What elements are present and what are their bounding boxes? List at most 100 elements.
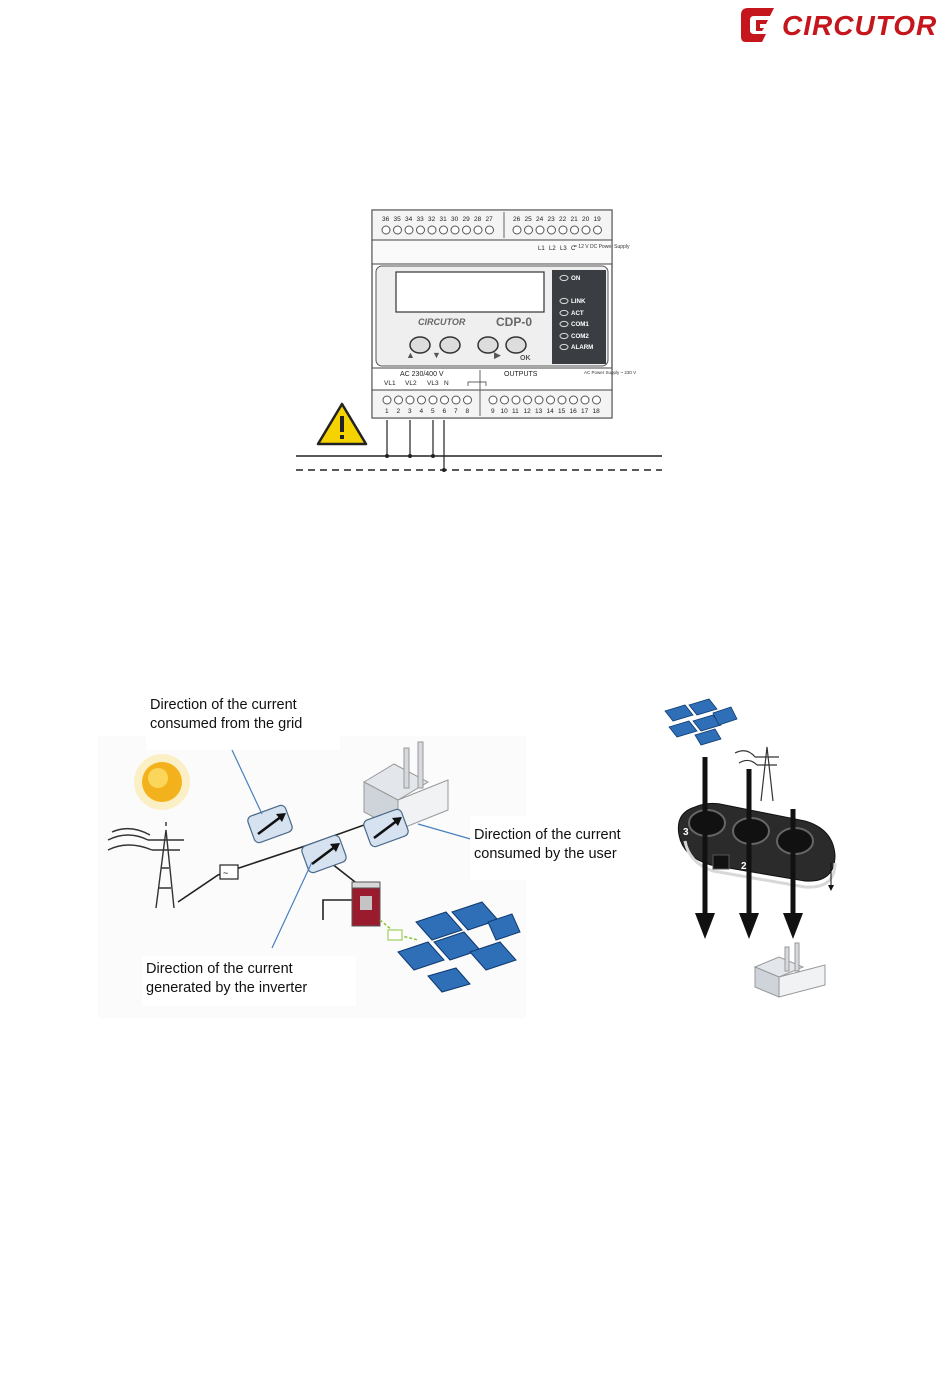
terminal-label: 6 [443,408,447,415]
terminal-screw [558,225,568,235]
led-label: ACT [571,310,584,317]
terminal-label: 5 [431,408,435,415]
terminal-screw [450,225,460,235]
terminal-label: 30 [451,216,459,223]
terminal-screw [427,225,437,235]
terminal-screw [581,225,591,235]
terminal-label: 31 [440,216,448,223]
label-user-line1: Direction of the current [474,827,621,843]
terminal-label: 36 [382,216,390,223]
terminal-label: 22 [559,216,567,223]
terminal-screw [534,395,544,405]
terminal-screw [382,395,392,405]
terminal-label: 25 [525,216,533,223]
voltage-input-label: VL1 [384,380,396,387]
terminal-screw [511,395,521,405]
terminal-label: 27 [486,216,494,223]
terminal-screw [557,395,567,405]
terminal-label: 28 [474,216,482,223]
terminal-screw [404,225,414,235]
terminal-screw [523,395,532,405]
terminal-label: 10 [501,408,509,415]
label-user-line2: consumed by the user [474,846,617,862]
meter-number-2: 2 [741,861,747,872]
terminal-screw [569,395,578,405]
terminal-screw [570,225,579,235]
terminal-label: 33 [417,216,425,223]
circutor-logo: CIRCUTOR [740,6,936,44]
power-pylon-icon [734,746,779,802]
terminal-label: 34 [405,216,413,223]
terminal-screw [381,225,391,235]
terminal-screw [473,225,483,235]
current-transformer-icon [677,802,837,889]
svg-text:▲: ▲ [406,350,415,360]
terminal-screw [428,395,438,405]
terminal-label: 23 [548,216,556,223]
sun-icon [134,754,190,810]
power-pylon-icon [107,822,184,909]
terminal-screw [592,395,601,405]
terminal-screw [439,225,448,235]
terminal-label: 19 [594,216,602,223]
input-label: L1 [538,246,545,252]
terminal-label: 29 [463,216,471,223]
terminal-label: 3 [408,408,412,415]
terminal-screw [485,225,494,235]
terminal-label: 4 [420,408,424,415]
terminal-label: 24 [536,216,544,223]
terminal-label: 15 [558,408,566,415]
terminal-screw [416,225,425,235]
terminal-label: 2 [397,408,401,415]
input-label: L2 [549,246,556,252]
label-grid-line1: Direction of the current [150,697,297,713]
terminal-label: 1 [385,408,389,415]
terminal-screw [535,225,545,235]
terminal-label: 11 [512,408,519,415]
terminal-screw [580,395,590,405]
voltage-input-label: VL2 [405,380,417,387]
terminal-screw [547,225,556,235]
svg-text:▶: ▶ [494,350,501,360]
terminal-screw [546,395,555,405]
terminal-label: 16 [570,408,578,415]
led-label: COM1 [571,321,589,328]
label-inverter-line2: generated by the inverter [146,980,308,996]
led-indicator [559,332,569,340]
terminal-label: 8 [466,408,470,415]
voltage-input-label: N [444,380,449,387]
circutor-logo-icon [741,8,774,42]
solar-panel-icon [397,901,521,993]
brand-name: CIRCUTOR [782,10,938,41]
terminal-label: 17 [581,408,589,415]
terminal-label: 14 [547,408,555,415]
meter-svg: 3 2 1 [664,698,837,998]
led-label: COM2 [571,333,589,340]
terminal-screw [417,395,426,405]
led-indicator [559,320,569,328]
voltage-input-label: VL3 [427,380,439,387]
terminal-label: 20 [582,216,590,223]
led-indicator [559,343,569,351]
current-transformer-figure: 3 2 1 [655,695,845,1005]
label-inverter-current: Direction of the current generated by th… [142,956,356,1006]
solar-panel-icon [664,698,738,746]
warning-triangle-icon [316,402,368,446]
led-indicator [559,274,569,282]
factory-icon [753,942,826,998]
terminal-screw [463,395,472,405]
voltage-label: AC 230/400 V [400,371,444,378]
ac-supply-label: AC Power Supply ~ 230 V [584,370,636,375]
label-grid-line2: consumed from the grid [150,716,303,732]
meter-number-3: 3 [683,827,689,838]
terminal-screw [512,225,522,235]
terminal-label: 35 [394,216,402,223]
label-user-current: Direction of the current consumed by the… [470,816,658,880]
terminal-screw [451,395,461,405]
terminal-label: 32 [428,216,436,223]
terminal-screw [405,395,415,405]
label-inverter-line1: Direction of the current [146,961,293,977]
terminal-label: 26 [513,216,521,223]
terminal-label: 9 [491,408,495,415]
ok-label: OK [520,355,531,362]
